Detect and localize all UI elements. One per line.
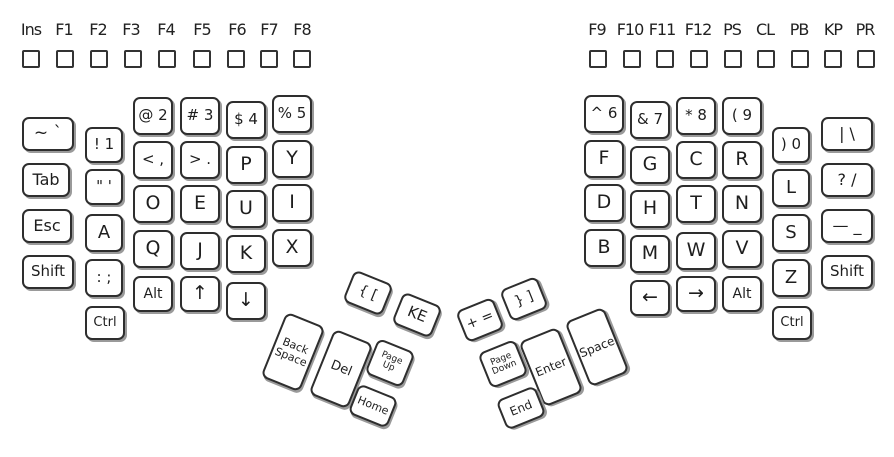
key-alt-right[interactable]: Alt (722, 276, 762, 312)
key-a[interactable]: A (85, 214, 123, 252)
fkey-f8[interactable] (293, 50, 311, 68)
fkey-f9[interactable] (589, 50, 607, 68)
key-g[interactable]: G (630, 146, 670, 184)
key-shift-right[interactable]: Shift (821, 255, 873, 289)
key-t[interactable]: T (676, 185, 716, 223)
key-y[interactable]: Y (272, 140, 312, 178)
fkey-f11[interactable] (656, 50, 674, 68)
fkey-label-f5: F5 (193, 20, 211, 39)
key-quote[interactable]: " ' (85, 169, 123, 205)
key-brace-left[interactable]: { [ (342, 269, 394, 317)
key-f[interactable]: F (584, 140, 624, 178)
fkey-f5[interactable] (193, 50, 211, 68)
fkey-f10[interactable] (623, 50, 641, 68)
key-arrow-down[interactable]: ↓ (226, 282, 266, 320)
fkey-label-f11: F11 (648, 20, 677, 39)
fkey-f2[interactable] (90, 50, 108, 68)
key-m[interactable]: M (630, 235, 670, 273)
key-w[interactable]: W (676, 232, 716, 270)
key-z[interactable]: Z (772, 259, 810, 297)
fkey-label-cl: CL (755, 20, 775, 39)
fkey-label-f6: F6 (228, 20, 246, 39)
fkey-f6[interactable] (227, 50, 245, 68)
fkey-label-f4: F4 (157, 20, 175, 39)
key-r[interactable]: R (722, 141, 762, 179)
fkey-label-f3: F3 (122, 20, 140, 39)
key-amp-7[interactable]: & 7 (630, 101, 670, 139)
fkey-label-kp: KP (823, 20, 843, 39)
key-hash-3[interactable]: # 3 (180, 97, 220, 135)
key-page-up[interactable]: Page Up (364, 337, 416, 389)
fkey-label-pr: PR (855, 20, 876, 39)
key-at-2[interactable]: @ 2 (133, 97, 173, 135)
key-tab[interactable]: Tab (22, 163, 70, 197)
key-o[interactable]: O (133, 185, 173, 223)
key-s[interactable]: S (772, 214, 810, 252)
key-star-8[interactable]: * 8 (676, 97, 716, 135)
fkey-label-f2: F2 (89, 20, 107, 39)
key-less-comma[interactable]: < , (133, 141, 173, 179)
key-j[interactable]: J (180, 232, 220, 270)
key-home[interactable]: Home (347, 383, 399, 429)
key-paren-9[interactable]: ( 9 (722, 97, 762, 135)
fkey-label-f12: F12 (684, 20, 713, 39)
fkey-f1[interactable] (56, 50, 74, 68)
key-q[interactable]: Q (133, 230, 173, 268)
key-caret-6[interactable]: ^ 6 (584, 95, 624, 133)
key-arrow-up[interactable]: ↑ (180, 276, 220, 312)
key-e[interactable]: E (180, 185, 220, 223)
fkey-f7[interactable] (260, 50, 278, 68)
key-dollar-4[interactable]: $ 4 (226, 101, 266, 139)
key-arrow-left[interactable]: ← (630, 280, 670, 316)
key-n[interactable]: N (722, 185, 762, 223)
fkey-label-f10: F10 (616, 20, 645, 39)
fkey-kp[interactable] (824, 50, 842, 68)
fkey-label-f8: F8 (293, 20, 311, 39)
fkey-label-f1: F1 (55, 20, 73, 39)
fkey-pb[interactable] (791, 50, 809, 68)
key-esc[interactable]: Esc (22, 209, 72, 243)
fkey-label-f9: F9 (588, 20, 606, 39)
key-d[interactable]: D (584, 184, 624, 222)
key-exclaim-1[interactable]: ! 1 (85, 127, 123, 163)
fkey-label-pb: PB (789, 20, 810, 39)
key-k[interactable]: K (226, 235, 266, 273)
key-x[interactable]: X (272, 229, 312, 267)
fkey-cl[interactable] (757, 50, 775, 68)
key-c[interactable]: C (676, 141, 716, 179)
fkey-f4[interactable] (158, 50, 176, 68)
fkey-ps[interactable] (724, 50, 742, 68)
key-h[interactable]: H (630, 190, 670, 228)
fkey-label-f7: F7 (260, 20, 278, 39)
key-v[interactable]: V (722, 230, 762, 268)
key-l[interactable]: L (772, 169, 810, 207)
key-alt-left[interactable]: Alt (133, 276, 173, 312)
key-question-slash[interactable]: ? / (821, 163, 873, 197)
fkey-ins[interactable] (22, 50, 40, 68)
fkey-label-ps: PS (723, 20, 742, 39)
key-shift-left[interactable]: Shift (22, 255, 74, 289)
key-ke[interactable]: KE (391, 291, 443, 339)
fkey-pr[interactable] (857, 50, 875, 68)
key-plus-equals[interactable]: + = (455, 296, 505, 344)
fkey-label-ins: Ins (20, 20, 42, 39)
key-pipe-backslash[interactable]: | \ (821, 117, 873, 151)
key-b[interactable]: B (584, 229, 624, 267)
key-p[interactable]: P (226, 146, 266, 184)
key-arrow-right[interactable]: → (676, 276, 716, 312)
key-ctrl-right[interactable]: Ctrl (772, 306, 812, 340)
key-ctrl-left[interactable]: Ctrl (85, 306, 125, 340)
key-greater-period[interactable]: > . (180, 141, 220, 179)
fkey-f3[interactable] (124, 50, 142, 68)
key-tilde[interactable]: ~ ` (22, 117, 74, 151)
key-paren-0[interactable]: ) 0 (772, 127, 810, 163)
key-brace-right[interactable]: } ] (499, 275, 549, 323)
key-colon[interactable]: : ; (85, 259, 123, 297)
key-u[interactable]: U (226, 190, 266, 228)
key-percent-5[interactable]: % 5 (272, 95, 312, 133)
fkey-f12[interactable] (690, 50, 708, 68)
key-i[interactable]: I (272, 184, 312, 222)
key-dash-underscore[interactable]: — _ (821, 209, 873, 243)
